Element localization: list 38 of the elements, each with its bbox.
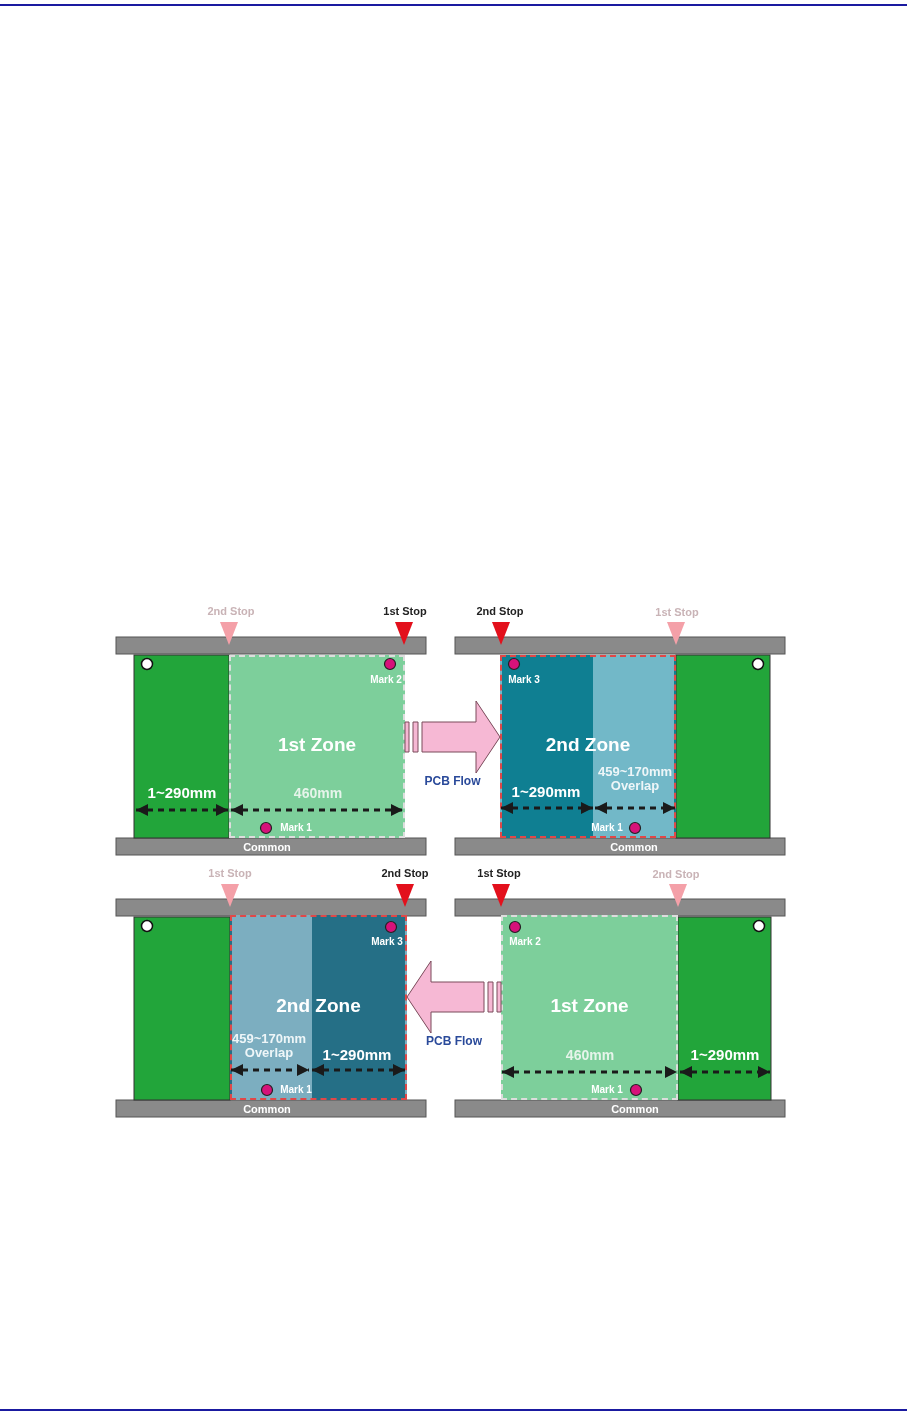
stop-label: 1st Stop (477, 868, 521, 880)
zone-area (230, 915, 407, 1100)
mark-label: Mark 3 (371, 936, 403, 948)
mark-label: Mark 2 (370, 674, 402, 686)
dimension-label: 459~170mm Overlap (230, 1032, 308, 1060)
mark-label: Mark 1 (591, 1084, 623, 1096)
stop-label: 2nd Stop (652, 869, 700, 881)
mark-label: Mark 2 (509, 936, 541, 948)
dimension-label: 460mm (565, 1047, 615, 1063)
dimension-label: 460mm (293, 785, 343, 801)
zone-title: 1st Zone (276, 733, 358, 756)
dimension-label: 1~290mm (322, 1047, 392, 1063)
dimension-label: 1~290mm (690, 1047, 760, 1063)
zone-area (500, 655, 676, 838)
stop-label: 1st Stop (383, 606, 427, 618)
zone-title: 2nd Zone (275, 994, 362, 1017)
zone-area (501, 915, 678, 1100)
zone-title: 1st Zone (549, 994, 630, 1017)
dimension-label: 459~170mm Overlap (596, 765, 674, 793)
stop-label: 2nd Stop (207, 606, 255, 618)
flow-arrow (404, 700, 501, 774)
rail-label: Common (611, 1104, 659, 1116)
dimension-label: 1~290mm (511, 784, 581, 800)
rail-label: Common (243, 842, 291, 854)
dimension-label: 1~290mm (147, 785, 217, 801)
stop-label: 2nd Stop (476, 606, 524, 618)
flow-arrow (406, 960, 502, 1034)
stop-label: 2nd Stop (381, 868, 429, 880)
rail-label: Common (610, 842, 658, 854)
edge-label: PCB Flow (422, 774, 483, 788)
stop-label: 1st Stop (655, 607, 699, 619)
zone-area (229, 655, 405, 838)
stop-label: 1st Stop (208, 868, 252, 880)
mark-label: Mark 3 (508, 674, 540, 686)
edge-label: PCB Flow (424, 1034, 484, 1048)
rail-label: Common (243, 1104, 291, 1116)
mark-label: Mark 1 (280, 1084, 312, 1096)
mark-label: Mark 1 (280, 822, 312, 834)
